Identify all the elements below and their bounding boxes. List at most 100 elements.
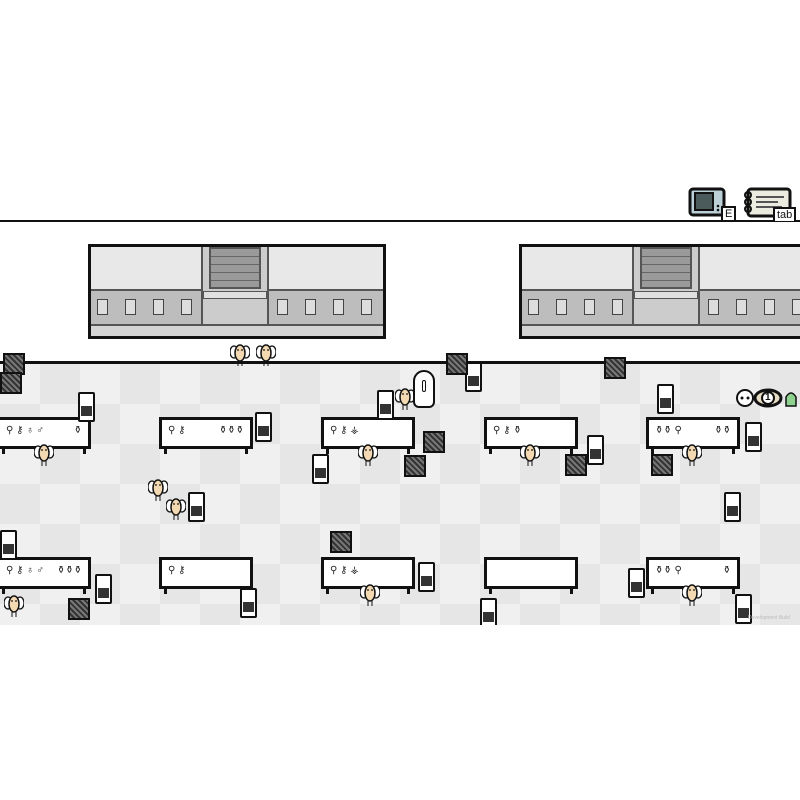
tool-cart[interactable] [587,435,604,465]
fence-window [792,299,800,315]
tool-cart[interactable] [735,594,752,624]
work-desk[interactable]: ⚲ ⚷ ⚶ [321,557,415,594]
work-desk[interactable]: ⚲ ⚷ ⚶ [321,417,415,454]
build-watermark: Development Build [748,615,790,621]
worker-bee[interactable] [165,495,187,521]
wall-top-line [0,220,800,223]
factory-window [519,244,800,339]
window-ground [91,324,383,336]
fence-window [333,299,344,315]
parts-bin[interactable] [446,353,468,375]
tool-cart[interactable] [78,392,95,422]
factory-window [88,244,386,339]
ghost-character[interactable] [413,370,435,408]
worker-bee[interactable] [681,441,703,467]
worker-bee[interactable] [681,581,703,607]
tool-cart[interactable] [724,492,741,522]
desk-parts[interactable]: ⚱⚱⚱ [56,565,82,576]
desk-tools[interactable]: ⚲ ⚷ ⚶ [330,565,359,576]
desk-tools[interactable]: ⚲ ⚷ [168,565,186,576]
parts-bin[interactable] [565,454,587,476]
computer-icon [688,187,726,217]
factory-gate [632,247,700,336]
work-desk[interactable]: ⚲ ⚷ ⚱⚱⚱ [159,417,253,454]
desk-tools[interactable]: ⚲ ⚷ [168,425,186,436]
tool-cart[interactable] [465,362,482,392]
desk-parts[interactable]: ⚱⚱⚱ [218,425,244,436]
gate-bar [634,291,698,299]
tool-cart[interactable] [628,568,645,598]
fence-window [612,299,623,315]
work-desk[interactable]: ⚲ ⚷ ♁ ♂ ⚱⚱⚱ [0,557,91,594]
fence-window [528,299,539,315]
desk-tools[interactable]: ⚱⚱ ⚲ [655,565,682,576]
worker-bee[interactable] [359,581,381,607]
parts-bin[interactable] [423,431,445,453]
hud-computer-button[interactable]: E [688,186,737,222]
work-desk[interactable] [484,557,578,594]
tool-cart[interactable] [480,598,497,625]
fence-window [181,299,192,315]
status-icons [736,388,797,408]
desk-parts[interactable]: ⚱ [73,425,82,436]
tool-cart[interactable] [657,384,674,414]
desk-tools[interactable]: ⚲ ⚷ ⚶ [330,425,359,436]
fence-window [125,299,136,315]
computer-key-label: E [721,206,737,222]
work-desk[interactable]: ⚲ ⚷ ⚱ [484,417,578,454]
tool-cart[interactable] [255,412,272,442]
floor-edge-line [0,361,800,364]
worker-bee[interactable] [255,341,277,367]
parts-bin[interactable] [68,598,90,620]
work-desk[interactable]: ⚱⚱ ⚲ ⚱⚱ [646,417,740,454]
desk-tools[interactable]: ⚲ ⚷ ♁ ♂ [6,425,44,436]
desk-tools[interactable]: ⚲ ⚷ ♁ ♂ [6,565,44,576]
tool-cart[interactable] [418,562,435,592]
desk-tools[interactable]: ⚲ ⚷ ⚱ [493,425,522,436]
parts-bin[interactable] [404,455,426,477]
tool-cart[interactable] [240,588,257,618]
fence-window [556,299,567,315]
window-ground [522,324,800,336]
worker-bee[interactable] [394,385,416,411]
parts-bin[interactable] [604,357,626,379]
tool-cart[interactable] [95,574,112,604]
fence-window [277,299,288,315]
worker-bee[interactable] [33,441,55,467]
parts-bin[interactable] [330,531,352,553]
gate-shutter [209,247,261,289]
parts-bin[interactable] [651,454,673,476]
game-scene[interactable]: ⚲ ⚷ ♁ ♂⚱⚲ ⚷⚱⚱⚱⚲ ⚷ ⚶⚲ ⚷ ⚱⚱⚱ ⚲⚱⚱⚲ ⚷ ♁ ♂⚱⚱⚱… [0,222,800,625]
tool-cart[interactable] [188,492,205,522]
gate-bar [203,291,267,299]
tool-cart[interactable] [0,530,17,560]
worker-bee[interactable] [229,341,251,367]
fence-window [736,299,747,315]
desk-tools[interactable]: ⚱⚱ ⚲ [655,425,682,436]
parts-bin[interactable] [0,372,22,394]
fence-window [97,299,108,315]
tool-cart[interactable] [377,390,394,420]
tool-cart[interactable] [312,454,329,484]
fence-window [584,299,595,315]
work-desk[interactable]: ⚱⚱ ⚲ ⚱ [646,557,740,594]
status-indicators: 1 [736,388,800,408]
desk-parts[interactable]: ⚱ [722,565,731,576]
fence-window [153,299,164,315]
tool-cart[interactable] [745,422,762,452]
fence-window [764,299,775,315]
gate-shutter [640,247,692,289]
work-desk[interactable]: ⚲ ⚷ [159,557,253,594]
ghost-eye [422,380,426,392]
worker-bee[interactable] [147,476,169,502]
parts-bin[interactable] [3,353,25,375]
worker-bee[interactable] [357,441,379,467]
hud-notebook-button[interactable]: tab [742,186,800,223]
fence-window [708,299,719,315]
desk-parts[interactable]: ⚱⚱ [714,425,731,436]
fence-window [361,299,372,315]
fence-window [305,299,316,315]
worker-bee[interactable] [519,441,541,467]
worker-bee[interactable] [3,592,25,618]
notebook-key-label: tab [773,207,797,223]
